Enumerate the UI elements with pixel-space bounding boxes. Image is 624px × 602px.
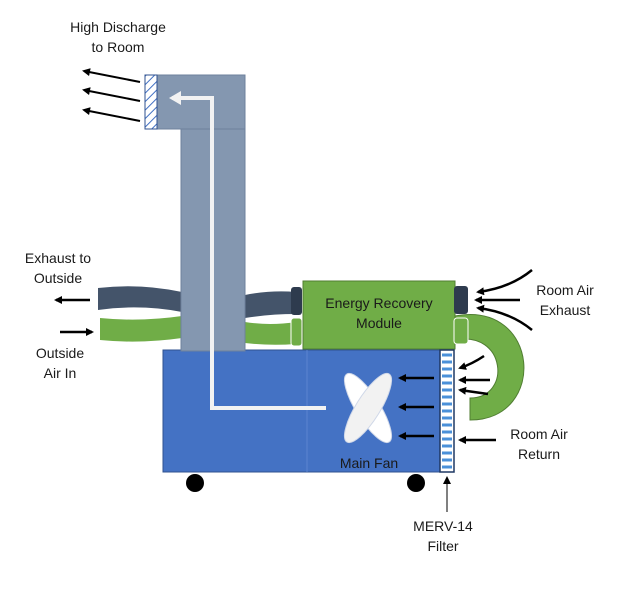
merv-filter-label-line2: Filter bbox=[427, 538, 458, 554]
outside-air-in-label-line1: Outside bbox=[36, 345, 84, 361]
exhaust-outside-label-line2: Outside bbox=[34, 270, 82, 286]
room-air-return-label-line2: Return bbox=[518, 446, 560, 462]
filter-stripes bbox=[442, 353, 452, 469]
energy-recovery-label-line1: Energy Recovery bbox=[325, 295, 432, 311]
main-fan-label: Main Fan bbox=[340, 455, 398, 471]
hose-coupling-dark bbox=[291, 287, 302, 315]
unit-body bbox=[162, 349, 442, 473]
merv-filter-label-line1: MERV-14 bbox=[413, 518, 473, 534]
room-air-exhaust-label-line2: Exhaust bbox=[540, 302, 591, 318]
room-air-exhaust-label-line1: Room Air bbox=[536, 282, 594, 298]
room-exhaust-arrow-icon bbox=[476, 304, 533, 331]
high-discharge-label-line2: to Room bbox=[92, 39, 145, 55]
supply-hose-middle bbox=[245, 322, 296, 345]
discharge-arrow-icon bbox=[82, 87, 141, 102]
outside-air-hose bbox=[100, 316, 182, 342]
energy-recovery-label-line2: Module bbox=[356, 315, 402, 331]
return-loop-hose bbox=[454, 314, 525, 421]
room-exhaust-coupling bbox=[454, 286, 468, 314]
exhaust-outside-label-line1: Exhaust to bbox=[25, 250, 91, 266]
room-air-return-label-line1: Room Air bbox=[510, 426, 568, 442]
discharge-grille bbox=[144, 74, 158, 130]
return-arrow-icon bbox=[458, 386, 489, 396]
high-discharge-label-line1: High Discharge bbox=[70, 19, 166, 35]
fan-icon bbox=[343, 372, 393, 444]
hose-coupling-green bbox=[290, 317, 303, 347]
wheel-icon bbox=[186, 474, 204, 492]
discharge-duct-top bbox=[154, 74, 246, 130]
discharge-arrow-icon bbox=[82, 107, 141, 122]
energy-recovery-module bbox=[302, 280, 456, 350]
room-exhaust-arrow-icon bbox=[476, 269, 533, 296]
exhaust-hose-left bbox=[98, 286, 182, 312]
return-hose-coupling bbox=[453, 317, 469, 345]
exhaust-hose-middle bbox=[245, 291, 296, 318]
airflow-path bbox=[169, 91, 326, 410]
return-arrow-icon bbox=[458, 354, 485, 370]
wheel-icon bbox=[407, 474, 425, 492]
discharge-arrow-icon bbox=[82, 68, 141, 83]
outside-air-in-label-line2: Air In bbox=[44, 365, 77, 381]
